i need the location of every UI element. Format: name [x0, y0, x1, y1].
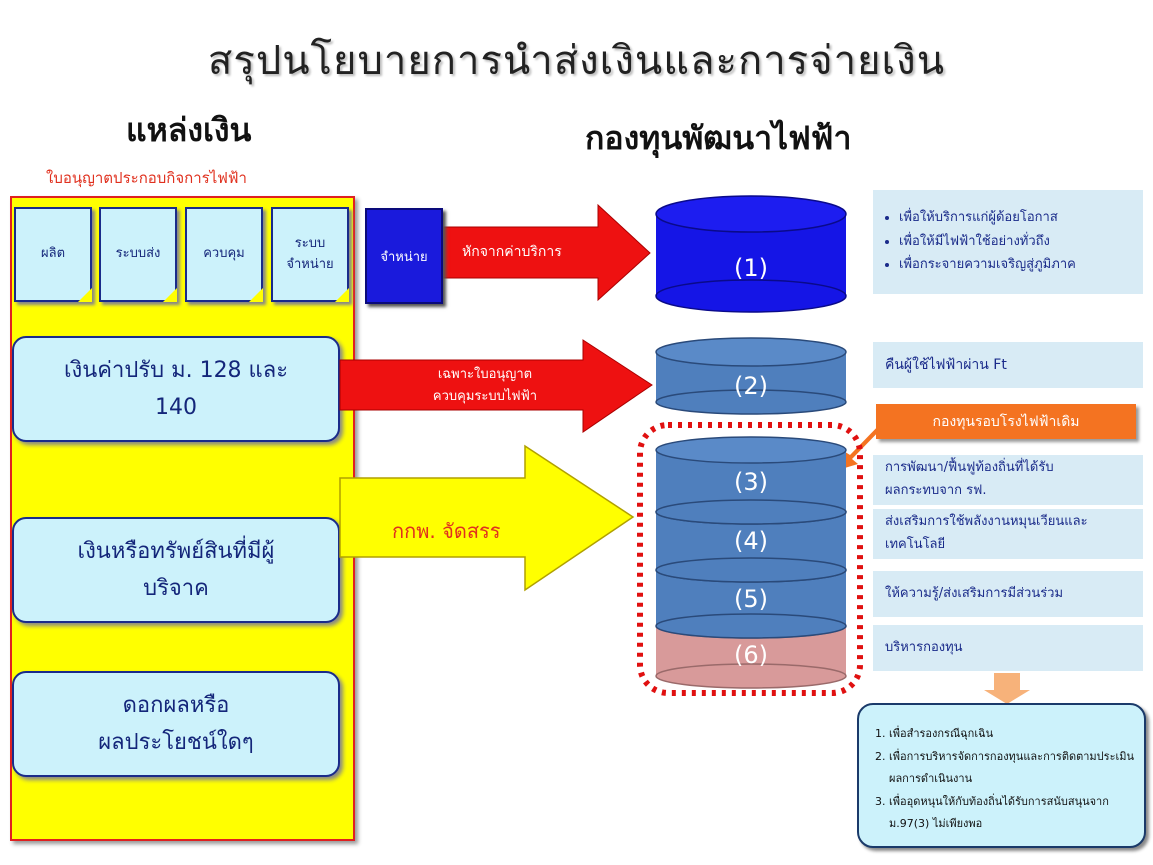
cylinder-1-label: (1): [734, 254, 768, 282]
admin-purpose-list: เพื่อสำรองกรณีฉุกเฉิน เพื่อการบริหารจัดก…: [857, 703, 1146, 848]
license-only-label: เฉพาะใบอนุญาตควบคุมระบบไฟฟ้า: [432, 367, 538, 405]
sources-heading: แหล่งเงิน: [126, 111, 252, 149]
cylinder-4-label: (4): [734, 527, 768, 555]
cylinder-2: [655, 337, 847, 415]
distribution-box: จำหน่าย: [365, 208, 443, 304]
cylinder-2-label: (2): [734, 372, 768, 400]
dashed-fund-group: [637, 422, 863, 696]
cylinder-3: [655, 436, 847, 525]
cylinder-1-info: เพื่อให้บริการแก่ผู้ด้อยโอกาส เพื่อให้มี…: [873, 190, 1143, 294]
license-label: ใบอนุญาตประกอบกิจการไฟฟ้า: [46, 169, 247, 187]
cylinder-4-info: ส่งเสริมการใช้พลังงานหมุนเวียนและเทคโนโล…: [873, 509, 1143, 559]
license-only-arrow: [339, 339, 653, 433]
deduct-arrow: [439, 203, 651, 302]
source-donations: เงินหรือทรัพย์สินที่มีผู้บริจาค: [12, 517, 340, 623]
deduct-arrow-label: หักจากค่าบริการ: [462, 244, 562, 260]
license-doc-control: ควบคุม: [185, 207, 263, 302]
license-doc-transmission: ระบบส่ง: [99, 207, 177, 302]
cylinder-6-info: บริหารกองทุน: [873, 625, 1143, 671]
legacy-fund-label: กองทุนรอบโรงไฟฟ้าเดิม: [876, 404, 1136, 439]
fund-heading: กองทุนพัฒนาไฟฟ้า: [585, 119, 852, 157]
down-arrow: [984, 673, 1030, 704]
cylinder-2-info: คืนผู้ใช้ไฟฟ้าผ่าน Ft: [873, 342, 1143, 388]
allocate-label: กกพ. จัดสรร: [392, 519, 501, 543]
cylinder-1: [655, 195, 847, 313]
cylinder-3-info: การพัฒนา/ฟื้นฟูท้องถิ่นที่ได้รับผลกระทบจ…: [873, 455, 1143, 505]
license-doc-distribution: ระบบจำหน่าย: [271, 207, 349, 302]
allocate-arrow: [339, 444, 635, 592]
source-interest: ดอกผลหรือผลประโยชน์ใดๆ: [12, 671, 340, 777]
cylinder-5-label: (5): [734, 585, 768, 613]
cylinder-5-info: ให้ความรู้/ส่งเสริมการมีส่วนร่วม: [873, 571, 1143, 617]
cylinder-6-label: (6): [734, 641, 768, 669]
license-doc-generation: ผลิต: [14, 207, 92, 302]
page-title: สรุปนโยบายการนำส่งเงินและการจ่ายเงิน: [207, 38, 946, 84]
cylinder-3-label: (3): [734, 468, 768, 496]
orange-pointer-arrow: [838, 418, 888, 470]
